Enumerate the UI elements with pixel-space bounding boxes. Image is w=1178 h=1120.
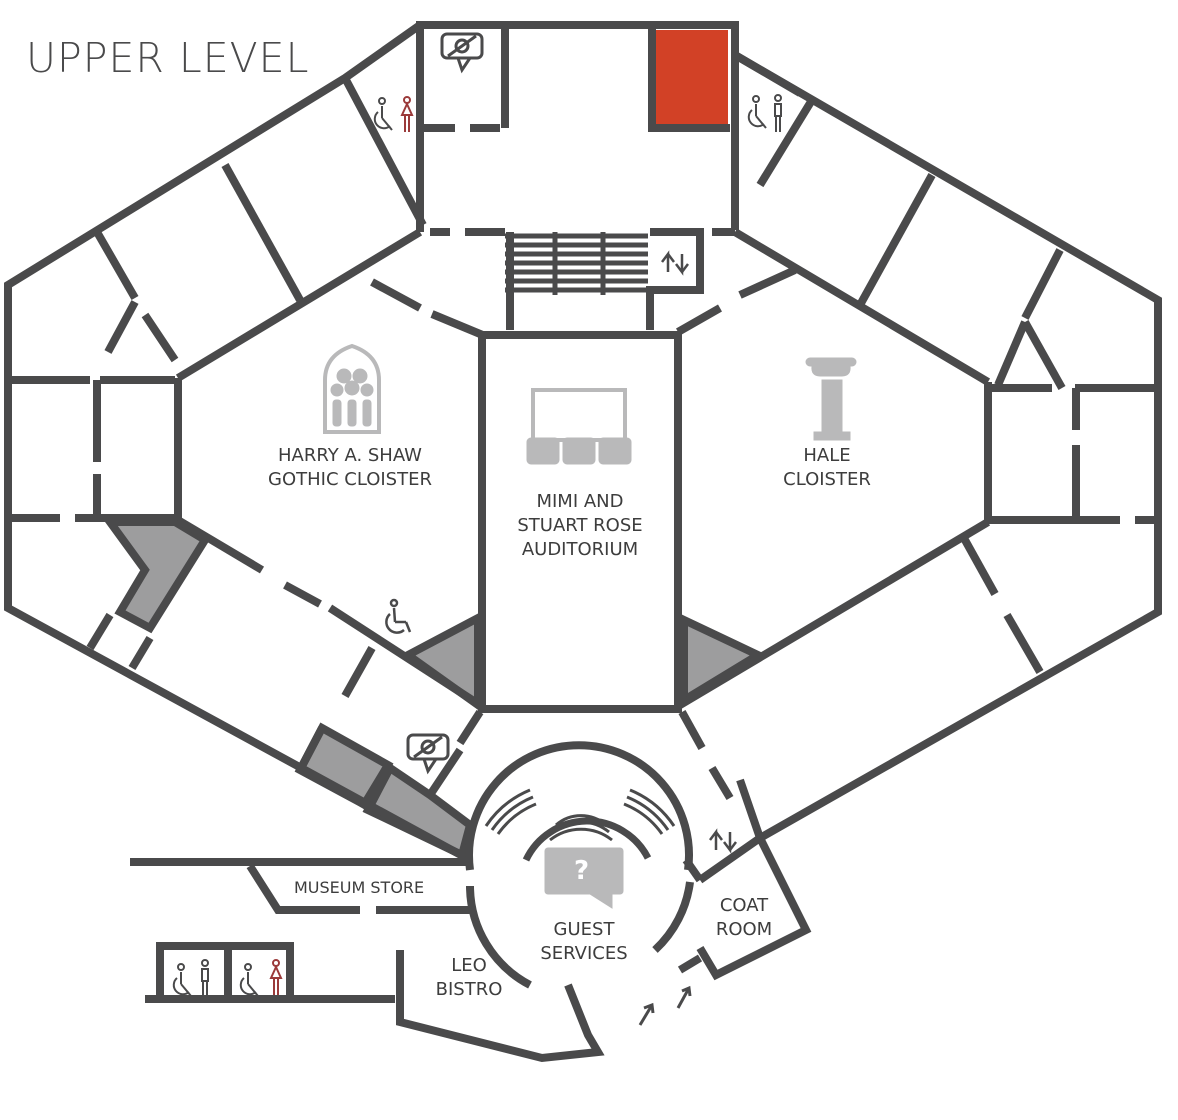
- page-title: UPPER LEVEL: [26, 34, 310, 82]
- no-photography-icon: [406, 733, 450, 775]
- outer-wall-west: [4, 21, 472, 864]
- room-label-line: STUART ROSE: [517, 515, 643, 536]
- restroom-icon: [172, 963, 192, 997]
- restroom-icon: [269, 959, 283, 995]
- cathedral-window-icon: [323, 343, 381, 434]
- outer-wall-east: [731, 25, 1162, 842]
- room-label-line: ROOM: [715, 919, 773, 940]
- rotunda-stair-treads: [484, 788, 676, 842]
- room-label-line: GUEST: [553, 919, 615, 940]
- highlighted-room: [656, 30, 728, 124]
- column-icon: [805, 357, 857, 441]
- room-label-line: SERVICES: [540, 943, 628, 964]
- room-label-hale-cloister: HALE CLOISTER: [767, 444, 887, 492]
- rotunda-lower-right: [652, 881, 694, 953]
- room-label-line: AUDITORIUM: [521, 539, 639, 560]
- walls: [4, 21, 1162, 1063]
- room-label-line: HARRY A. SHAW: [278, 445, 422, 466]
- rotunda-outer-ring: [465, 741, 693, 871]
- room-label-line: HALE: [803, 445, 851, 466]
- restroom-icon: [373, 97, 393, 131]
- theater-icon: [526, 388, 632, 465]
- elevator-icon: [661, 250, 689, 276]
- shaded-areas: [102, 518, 767, 861]
- accessible-icon: [385, 598, 412, 634]
- room-label-auditorium: MIMI AND STUART ROSE AUDITORIUM: [490, 490, 670, 562]
- shaded-area-hale-corner: [680, 613, 767, 708]
- restroom-icon: [747, 95, 767, 129]
- rotunda-lower-left: [466, 885, 532, 989]
- guest-services-glyph: ?: [574, 856, 590, 886]
- shaded-area-west-stair: [102, 518, 211, 634]
- room-label-line: GOTHIC CLOISTER: [268, 469, 432, 490]
- room-label-gothic-cloister: HARRY A. SHAW GOTHIC CLOISTER: [250, 444, 450, 492]
- restroom-icon: [201, 959, 209, 995]
- room-label-line: LEO: [451, 955, 487, 976]
- elevator-icon: [709, 828, 737, 854]
- restroom-icon: [239, 963, 259, 997]
- entrance-arrow-icon: [638, 985, 692, 1026]
- restroom-icon: [774, 94, 782, 132]
- main-staircase: [505, 232, 648, 295]
- guest-services-icon: [544, 847, 624, 909]
- room-label-museum-store: MUSEUM STORE: [294, 878, 425, 897]
- room-label-leo-bistro: LEO BISTRO: [424, 954, 514, 1002]
- no-photography-icon: [440, 32, 484, 74]
- room-label-guest-services: GUEST SERVICES: [524, 918, 644, 966]
- room-label-coat-room: COAT ROOM: [700, 894, 788, 942]
- room-label-line: COAT: [719, 895, 769, 916]
- restroom-icon: [400, 96, 414, 132]
- room-label-line: BISTRO: [435, 979, 503, 1000]
- room-label-line: MIMI AND: [536, 491, 624, 512]
- room-label-line: CLOISTER: [783, 469, 871, 490]
